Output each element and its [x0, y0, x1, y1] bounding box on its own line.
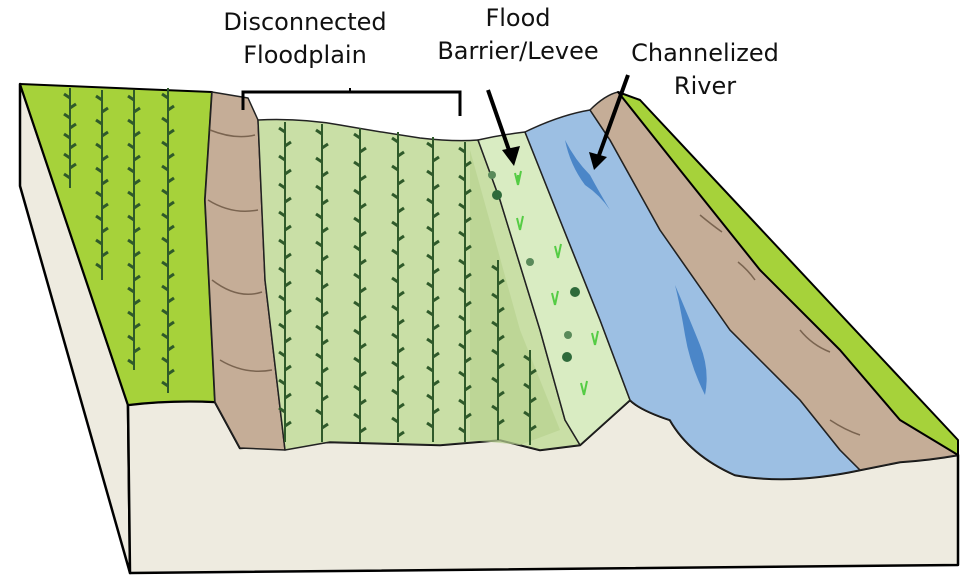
label-line: Flood	[422, 2, 614, 35]
shrub	[562, 352, 572, 362]
label-line: Barrier/Levee	[422, 35, 614, 68]
disconnected-floodplain-label: Disconnected Floodplain	[205, 6, 405, 72]
shrub	[488, 171, 496, 179]
shrub	[492, 190, 502, 200]
label-line: Disconnected	[205, 6, 405, 39]
shrub	[564, 331, 572, 339]
label-line: River	[620, 70, 790, 103]
shrub	[570, 287, 580, 297]
channelized-river-label: Channelized River	[620, 37, 790, 103]
label-line: Floodplain	[205, 39, 405, 72]
label-line: Channelized	[620, 37, 790, 70]
shrub	[526, 258, 534, 266]
floodplain-bracket	[243, 92, 460, 116]
flood-barrier-label: Flood Barrier/Levee	[422, 2, 614, 68]
